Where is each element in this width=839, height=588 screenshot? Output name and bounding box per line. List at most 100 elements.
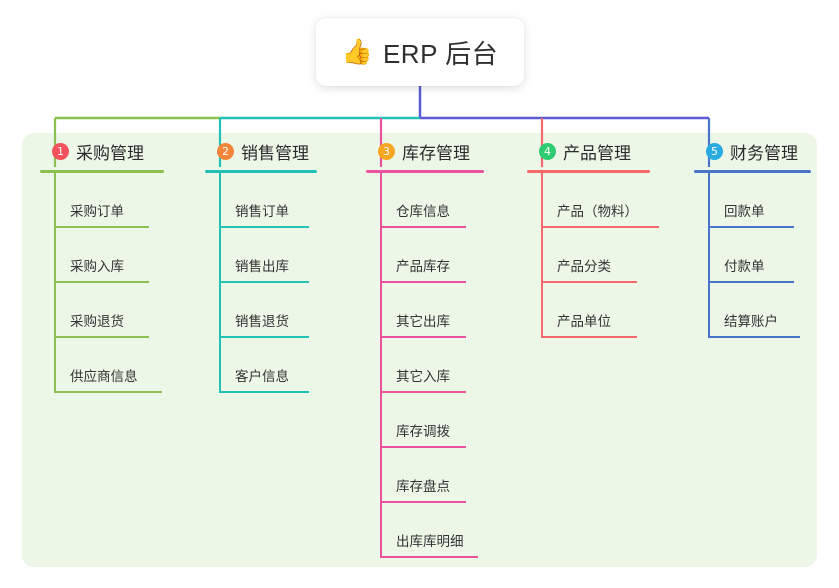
branch-underline	[694, 170, 811, 173]
leaf-item-underline	[219, 281, 309, 283]
leaf-item-label: 销售退货	[235, 314, 289, 329]
leaf-item[interactable]: 采购退货	[40, 283, 195, 338]
leaf-item-label: 产品（物料）	[557, 204, 638, 219]
branch-spine	[708, 173, 710, 338]
branch-columns: 1 采购管理采购订单采购入库采购退货供应商信息 2 销售管理销售订单销售出库销售退货客…	[22, 133, 817, 567]
leaf-item[interactable]: 产品单位	[527, 283, 692, 338]
diagram-panel	[22, 133, 817, 567]
branch-underline	[527, 170, 650, 173]
leaf-item-underline	[219, 391, 309, 393]
branch-item-list: 产品（物料） 产品分类产品单位	[527, 173, 692, 338]
leaf-item[interactable]: 产品分类	[527, 228, 692, 283]
branch-column-2: 2 销售管理销售订单销售出库销售退货客户信息	[205, 133, 360, 393]
leaf-item-label: 供应商信息	[70, 369, 138, 384]
leaf-item-label: 采购入库	[70, 259, 124, 274]
thumbs-up-icon: 👍	[341, 37, 373, 66]
leaf-item[interactable]: 其它入库	[366, 338, 531, 393]
leaf-item[interactable]: 付款单	[694, 228, 839, 283]
branch-header-3[interactable]: 3 库存管理	[366, 133, 531, 169]
leaf-item-underline	[219, 226, 309, 228]
branch-badge-5: 5	[706, 142, 723, 160]
leaf-item-label: 产品库存	[396, 259, 450, 274]
leaf-item-underline	[380, 391, 466, 393]
leaf-item[interactable]: 结算账户	[694, 283, 839, 338]
leaf-item-underline	[380, 226, 466, 228]
leaf-item-underline	[708, 281, 794, 283]
leaf-item-label: 销售订单	[235, 204, 289, 219]
leaf-item-underline	[380, 501, 466, 503]
leaf-item-underline	[54, 226, 149, 228]
leaf-item-underline	[541, 226, 659, 228]
branch-item-list: 回款单付款单结算账户	[694, 173, 839, 338]
branch-column-3: 3 库存管理仓库信息产品库存其它出库其它入库库存调拨库存盘点出库库明细	[366, 133, 531, 558]
branch-badge-1: 1	[52, 142, 69, 160]
leaf-item-underline	[708, 336, 800, 338]
leaf-item-label: 库存调拨	[396, 424, 450, 439]
leaf-item-label: 回款单	[724, 204, 765, 219]
branch-spine	[54, 173, 56, 393]
branch-header-1[interactable]: 1 采购管理	[40, 133, 195, 169]
leaf-item-label: 付款单	[724, 259, 765, 274]
branch-item-list: 采购订单采购入库采购退货供应商信息	[40, 173, 195, 393]
leaf-item[interactable]: 销售退货	[205, 283, 360, 338]
branch-spine	[380, 173, 382, 558]
branch-title-label: 库存管理	[402, 143, 470, 163]
leaf-item[interactable]: 库存调拨	[366, 393, 531, 448]
branch-header-2[interactable]: 2 销售管理	[205, 133, 360, 169]
leaf-item-label: 库存盘点	[396, 479, 450, 494]
branch-badge-4: 4	[539, 142, 556, 160]
leaf-item-underline	[380, 556, 478, 558]
leaf-item-underline	[541, 281, 637, 283]
leaf-item[interactable]: 采购订单	[40, 173, 195, 228]
leaf-item-label: 其它出库	[396, 314, 450, 329]
branch-title-label: 销售管理	[241, 143, 309, 163]
branch-underline	[40, 170, 164, 173]
leaf-item[interactable]: 其它出库	[366, 283, 531, 338]
branch-underline	[205, 170, 317, 173]
branch-badge-3: 3	[378, 142, 395, 160]
branch-badge-2: 2	[217, 142, 234, 160]
branch-title-label: 采购管理	[76, 143, 144, 163]
leaf-item-underline	[380, 336, 466, 338]
branch-title-label: 产品管理	[563, 143, 631, 163]
leaf-item-underline	[380, 281, 466, 283]
leaf-item[interactable]: 销售出库	[205, 228, 360, 283]
leaf-item-underline	[54, 281, 149, 283]
branch-underline	[366, 170, 484, 173]
leaf-item-label: 销售出库	[235, 259, 289, 274]
leaf-item[interactable]: 客户信息	[205, 338, 360, 393]
leaf-item-label: 产品单位	[557, 314, 611, 329]
leaf-item-label: 结算账户	[724, 314, 778, 329]
leaf-item[interactable]: 仓库信息	[366, 173, 531, 228]
leaf-item-underline	[54, 391, 162, 393]
branch-header-4[interactable]: 4 产品管理	[527, 133, 692, 169]
branch-item-list: 仓库信息产品库存其它出库其它入库库存调拨库存盘点出库库明细	[366, 173, 531, 558]
leaf-item-label: 出库库明细	[396, 534, 464, 549]
leaf-item-label: 采购退货	[70, 314, 124, 329]
leaf-item[interactable]: 出库库明细	[366, 503, 531, 558]
leaf-item-underline	[541, 336, 637, 338]
branch-item-list: 销售订单销售出库销售退货客户信息	[205, 173, 360, 393]
leaf-item-label: 客户信息	[235, 369, 289, 384]
leaf-item[interactable]: 回款单	[694, 173, 839, 228]
leaf-item[interactable]: 采购入库	[40, 228, 195, 283]
leaf-item-underline	[708, 226, 794, 228]
branch-spine	[219, 173, 221, 393]
branch-column-4: 4 产品管理产品（物料） 产品分类产品单位	[527, 133, 692, 338]
branch-spine	[541, 173, 543, 338]
leaf-item-label: 产品分类	[557, 259, 611, 274]
leaf-item[interactable]: 产品（物料）	[527, 173, 692, 228]
page-title: ERP 后台	[382, 38, 499, 69]
leaf-item[interactable]: 供应商信息	[40, 338, 195, 393]
leaf-item-underline	[54, 336, 149, 338]
leaf-item[interactable]: 库存盘点	[366, 448, 531, 503]
leaf-item-label: 采购订单	[70, 204, 124, 219]
leaf-item[interactable]: 销售订单	[205, 173, 360, 228]
leaf-item[interactable]: 产品库存	[366, 228, 531, 283]
root-node-title-card[interactable]: 👍 ERP 后台	[316, 18, 524, 86]
leaf-item-underline	[380, 446, 466, 448]
leaf-item-underline	[219, 336, 309, 338]
